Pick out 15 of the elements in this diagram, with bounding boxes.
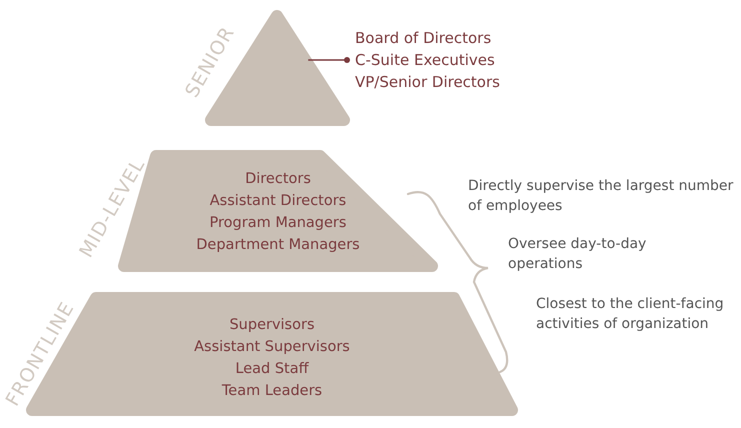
role-text: Team Leaders: [222, 382, 322, 401]
description-text: Closest to the client-facing activities of organization: [536, 295, 725, 334]
role-text: Supervisors: [229, 316, 315, 335]
role-text: Lead Staff: [235, 360, 309, 379]
description-text: Oversee day-to-day operations: [508, 235, 648, 274]
role-text: Program Managers: [210, 214, 346, 233]
description-text: Directly supervise the largest number of employees: [468, 177, 734, 216]
role-text: Assistant Directors: [210, 192, 346, 211]
leader-line: [308, 57, 350, 63]
role-text: Assistant Supervisors: [194, 338, 350, 357]
role-text: VP/Senior Directors: [355, 72, 500, 93]
role-text: Department Managers: [196, 236, 360, 255]
role-text: C-Suite Executives: [355, 50, 495, 71]
role-text: Directors: [245, 170, 311, 189]
role-text: Board of Directors: [355, 28, 492, 49]
